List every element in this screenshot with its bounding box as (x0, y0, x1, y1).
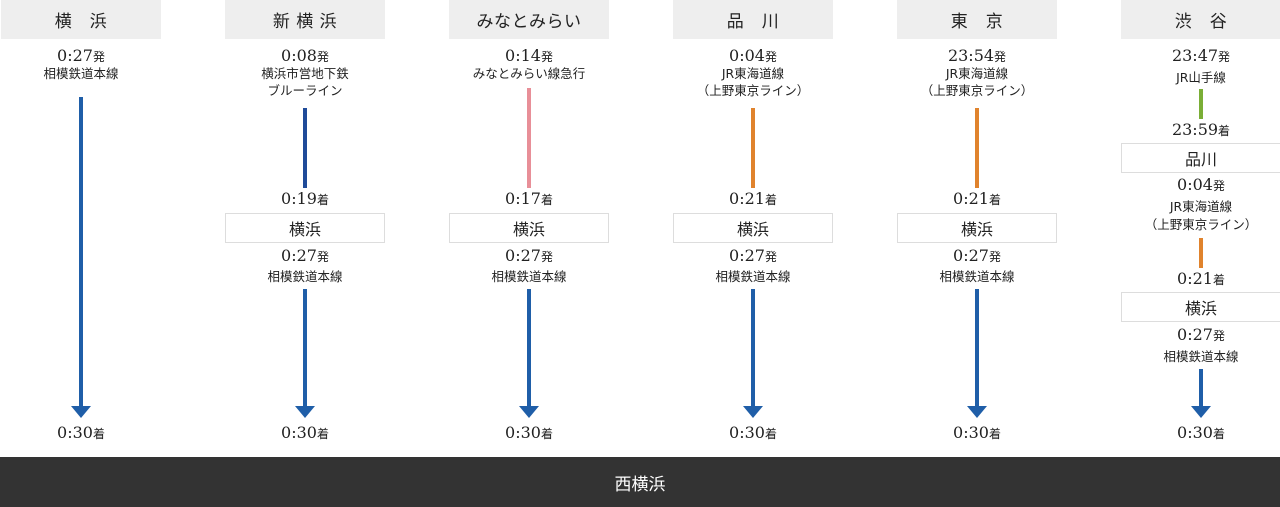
departure-time: 23:54発 (947, 46, 1007, 65)
sotetsu-line-segment (1199, 369, 1203, 407)
transfer-station-box: 横浜 (673, 213, 833, 243)
departure-time: 0:04発 (729, 46, 777, 65)
transfer-station-box: 横浜 (1121, 292, 1280, 322)
line-name: （上野東京ライン） (696, 83, 810, 98)
line-name: 相模鉄道本線 (715, 269, 791, 284)
arrival-time: 0:30着 (57, 423, 105, 442)
transfer-station-box: 横浜 (897, 213, 1057, 243)
transfer-station-box: 横浜 (449, 213, 609, 243)
transfer-departure-time: 0:04発 (1177, 175, 1225, 194)
sotetsu-line-segment (79, 97, 83, 407)
arrow-down-icon (967, 406, 987, 418)
route-column-tokyo: 東 京 23:54発 JR東海道線 （上野東京ライン） 0:21着 横浜 0:2… (897, 0, 1057, 456)
route-column-minatomirai: みなとみらい 0:14発 みなとみらい線急行 0:17着 横浜 0:27発 相模… (449, 0, 609, 456)
route-column-yokohama: 横 浜 0:27発 相模鉄道本線 0:30着 (1, 0, 161, 456)
transfer-arrival-time: 23:59着 (1171, 120, 1231, 139)
transfer-departure-time: 0:27発 (953, 246, 1001, 265)
origin-station-header: 東 京 (897, 0, 1057, 39)
line-name: 相模鉄道本線 (1163, 349, 1239, 364)
tokaido-line-segment (975, 108, 979, 188)
departure-time: 0:27発 (57, 46, 105, 65)
line-name: 横浜市営地下鉄 (261, 66, 349, 81)
arrival-time: 0:30着 (505, 423, 553, 442)
transfer-departure-time: 0:27発 (729, 246, 777, 265)
arrival-time: 0:30着 (729, 423, 777, 442)
line-name: みなとみらい線急行 (472, 66, 586, 81)
sotetsu-line-segment (751, 289, 755, 407)
departure-time: 0:14発 (505, 46, 553, 65)
line-name: JR東海道線 (721, 66, 785, 81)
line-name: ブルーライン (267, 83, 343, 98)
line-name: JR東海道線 (1169, 199, 1233, 214)
transfer-arrival-time: 0:21着 (729, 189, 777, 208)
sotetsu-line-segment (527, 289, 531, 407)
departure-time: 23:47発 (1171, 46, 1231, 65)
transfer-departure-time: 0:27発 (281, 246, 329, 265)
line-name: （上野東京ライン） (920, 83, 1034, 98)
arrival-time: 0:30着 (1177, 423, 1225, 442)
transfer-arrival-time: 0:17着 (505, 189, 553, 208)
route-column-shibuya: 渋 谷 23:47発 JR山手線 23:59着 品川 0:04発 JR東海道線 … (1121, 0, 1280, 456)
line-name: 相模鉄道本線 (267, 269, 343, 284)
blue-line-segment (303, 108, 307, 188)
origin-station-header: 横 浜 (1, 0, 161, 39)
origin-station-header: 品 川 (673, 0, 833, 39)
transfer-station-box: 横浜 (225, 213, 385, 243)
arrow-down-icon (1191, 406, 1211, 418)
minatomirai-line-segment (527, 88, 531, 188)
tokaido-line-segment (1199, 238, 1203, 268)
sotetsu-line-segment (303, 289, 307, 407)
line-name: 相模鉄道本線 (43, 66, 119, 81)
transfer-arrival-time: 0:21着 (953, 189, 1001, 208)
yamanote-line-segment (1199, 89, 1203, 119)
arrow-down-icon (743, 406, 763, 418)
line-name: （上野東京ライン） (1144, 217, 1258, 232)
transfer-arrival-time: 0:21着 (1177, 269, 1225, 288)
departure-time: 0:08発 (281, 46, 329, 65)
arrival-time: 0:30着 (281, 423, 329, 442)
line-name: 相模鉄道本線 (491, 269, 567, 284)
tokaido-line-segment (751, 108, 755, 188)
route-column-shinagawa: 品 川 0:04発 JR東海道線 （上野東京ライン） 0:21着 横浜 0:27… (673, 0, 833, 456)
arrow-down-icon (295, 406, 315, 418)
route-column-shin-yokohama: 新 横 浜 0:08発 横浜市営地下鉄 ブルーライン 0:19着 横浜 0:27… (225, 0, 385, 456)
origin-station-header: 新 横 浜 (225, 0, 385, 39)
origin-station-header: 渋 谷 (1121, 0, 1280, 39)
line-name: JR山手線 (1176, 70, 1226, 85)
line-name: 相模鉄道本線 (939, 269, 1015, 284)
origin-station-header: みなとみらい (449, 0, 609, 39)
transfer-arrival-time: 0:19着 (281, 189, 329, 208)
transfer-departure-time: 0:27発 (1177, 325, 1225, 344)
sotetsu-line-segment (975, 289, 979, 407)
destination-station-bar: 西横浜 (0, 457, 1280, 507)
transfer-station-box: 品川 (1121, 143, 1280, 173)
arrow-down-icon (71, 406, 91, 418)
arrival-time: 0:30着 (953, 423, 1001, 442)
transfer-departure-time: 0:27発 (505, 246, 553, 265)
arrow-down-icon (519, 406, 539, 418)
line-name: JR東海道線 (945, 66, 1009, 81)
